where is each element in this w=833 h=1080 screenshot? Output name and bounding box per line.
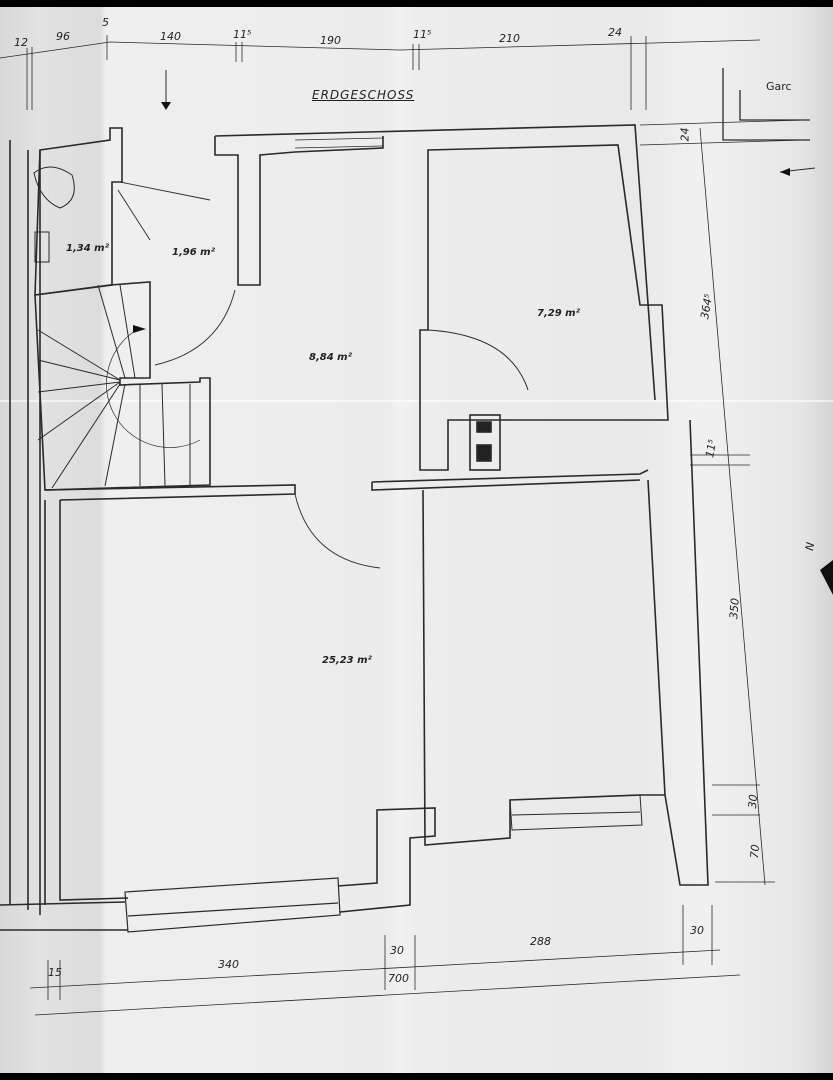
dim-top-5: 190 (320, 34, 341, 47)
room-area-hall: 8,84 m² (309, 352, 352, 363)
garage-label: Garc (766, 80, 792, 93)
dim-bottom-5: 30 (690, 924, 704, 937)
room-area-wc: 1,34 m² (66, 243, 109, 254)
dim-top-2: 5 (102, 16, 109, 29)
dim-bottom-4: 288 (530, 935, 551, 948)
plan-title: ERDGESCHOSS (312, 88, 415, 102)
room-area-living: 25,23 m² (322, 655, 372, 666)
dim-right-4: 30 (745, 793, 761, 810)
dim-right-0: 24 (678, 127, 692, 142)
dim-top-0: 12 (14, 36, 28, 49)
dim-bottom-2: 30 (390, 944, 404, 957)
dim-bottom-3: 700 (388, 972, 409, 985)
dim-top-8: 24 (608, 26, 622, 39)
dim-top-1: 96 (56, 30, 70, 43)
dim-right-5: 70 (747, 843, 763, 860)
dim-top-3: 140 (160, 30, 181, 43)
dim-bottom-0: 15 (48, 966, 62, 979)
dim-top-6: 11⁵ (413, 28, 432, 41)
dim-top-7: 210 (499, 32, 520, 45)
dim-right-3: 350 (727, 597, 742, 620)
dim-top-4: 11⁵ (233, 28, 252, 41)
room-area-kitchen: 7,29 m² (537, 308, 580, 319)
room-area-entry: 1,96 m² (172, 247, 215, 258)
paper-fold (0, 400, 833, 402)
dim-bottom-1: 340 (218, 958, 239, 971)
